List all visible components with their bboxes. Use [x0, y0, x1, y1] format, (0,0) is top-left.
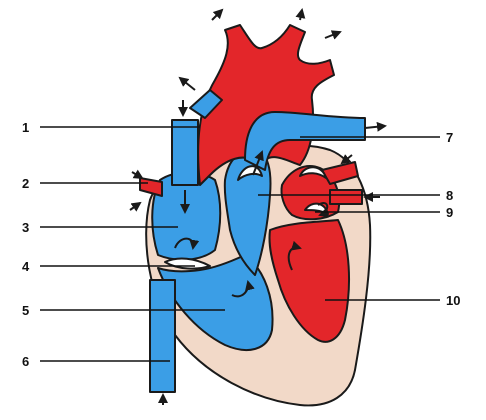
- superior-vena-cava: [171, 119, 199, 186]
- label-8: 8: [446, 188, 453, 203]
- aortic-valve: [299, 166, 327, 179]
- inferior-vena-cava: [149, 279, 176, 393]
- label-2: 2: [22, 176, 29, 191]
- label-7: 7: [446, 130, 453, 145]
- pulmonary-vein-right-lower: [329, 189, 363, 205]
- pulmonary-artery: [244, 111, 366, 171]
- right-ventricle: [157, 254, 274, 351]
- label-9: 9: [446, 205, 453, 220]
- pulmonary-branch: [189, 89, 223, 119]
- leader-lines: [40, 126, 440, 362]
- label-6: 6: [22, 354, 29, 369]
- aorta: [197, 24, 335, 186]
- pulmonary-vein-right-upper: [321, 161, 359, 185]
- pulmonary-vein-left-upper: [139, 177, 163, 197]
- label-4: 4: [22, 259, 30, 274]
- label-3: 3: [22, 220, 29, 235]
- label-5: 5: [22, 303, 29, 318]
- label-1: 1: [22, 120, 29, 135]
- flow-arrows: [129, 8, 387, 405]
- label-10: 10: [446, 293, 460, 308]
